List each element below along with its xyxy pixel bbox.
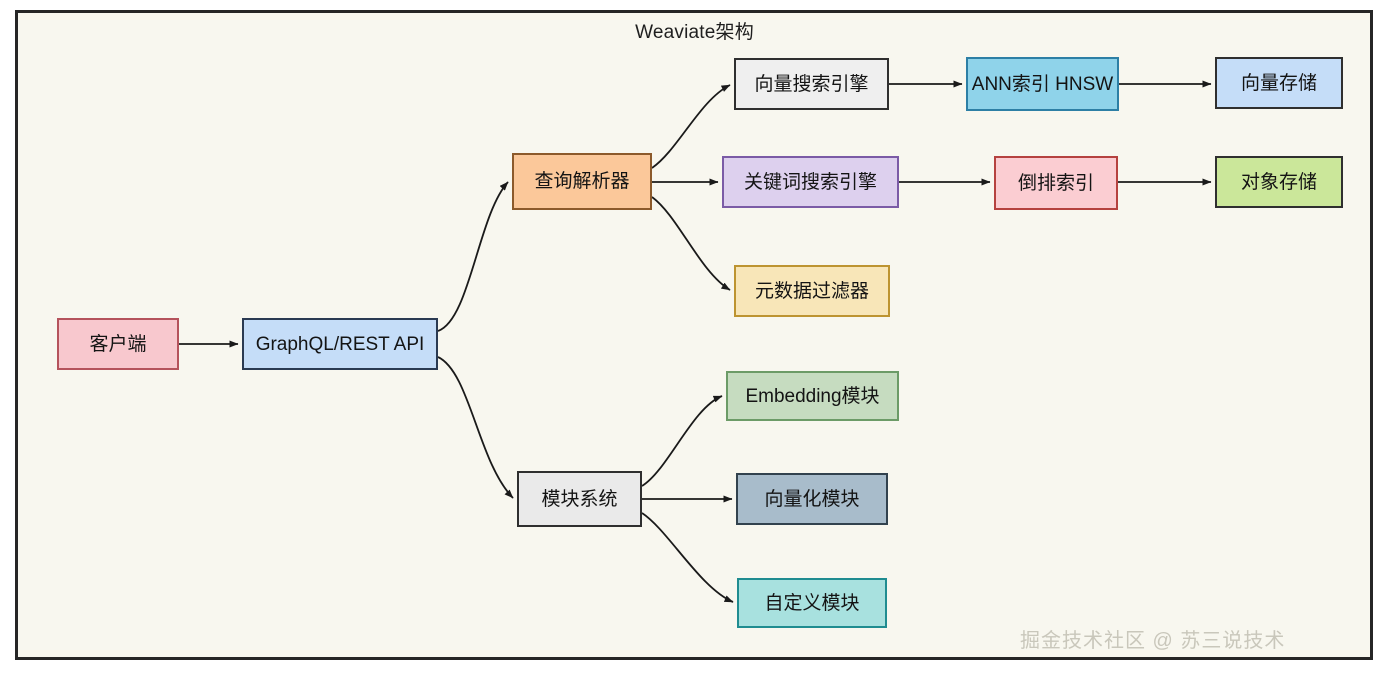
node-embedding-module[interactable]: Embedding模块 (726, 371, 899, 421)
watermark: 掘金技术社区 @ 苏三说技术 (1020, 630, 1286, 652)
node-module-system[interactable]: 模块系统 (517, 471, 642, 527)
node-label: 元数据过滤器 (754, 280, 869, 302)
node-label: 客户端 (89, 333, 147, 355)
node-vectorize-module[interactable]: 向量化模块 (736, 473, 888, 525)
node-vector-storage[interactable]: 向量存储 (1215, 57, 1343, 109)
node-label: 关键词搜索引擎 (743, 171, 877, 193)
node-label: 对象存储 (1240, 171, 1317, 193)
node-inverted-index[interactable]: 倒排索引 (994, 156, 1118, 210)
node-label: 向量存储 (1240, 72, 1317, 94)
page-title: Weaviate架构 (635, 22, 754, 43)
node-label: 查询解析器 (534, 171, 630, 192)
node-label: 倒排索引 (1017, 172, 1094, 194)
node-object-storage[interactable]: 对象存储 (1215, 156, 1343, 208)
node-label: ANN索引 HNSW (971, 73, 1114, 95)
node-custom-module[interactable]: 自定义模块 (737, 578, 887, 628)
node-client[interactable]: 客户端 (57, 318, 179, 370)
node-keyword-search-engine[interactable]: 关键词搜索引擎 (722, 156, 899, 208)
node-label: 模块系统 (541, 488, 618, 510)
node-query-parser[interactable]: 查询解析器 (512, 153, 652, 210)
node-graphql-rest-api[interactable]: GraphQL/REST API (242, 318, 438, 370)
node-metadata-filter[interactable]: 元数据过滤器 (734, 265, 890, 317)
node-label: 向量化模块 (764, 488, 860, 510)
node-label: Embedding模块 (745, 385, 880, 407)
node-ann-index-hnsw[interactable]: ANN索引 HNSW (966, 57, 1119, 111)
node-vector-search-engine[interactable]: 向量搜索引擎 (734, 58, 889, 110)
diagram-canvas (15, 10, 1373, 660)
node-label: 自定义模块 (764, 592, 860, 614)
node-label: 向量搜索引擎 (754, 73, 869, 95)
node-label: GraphQL/REST API (255, 333, 425, 355)
